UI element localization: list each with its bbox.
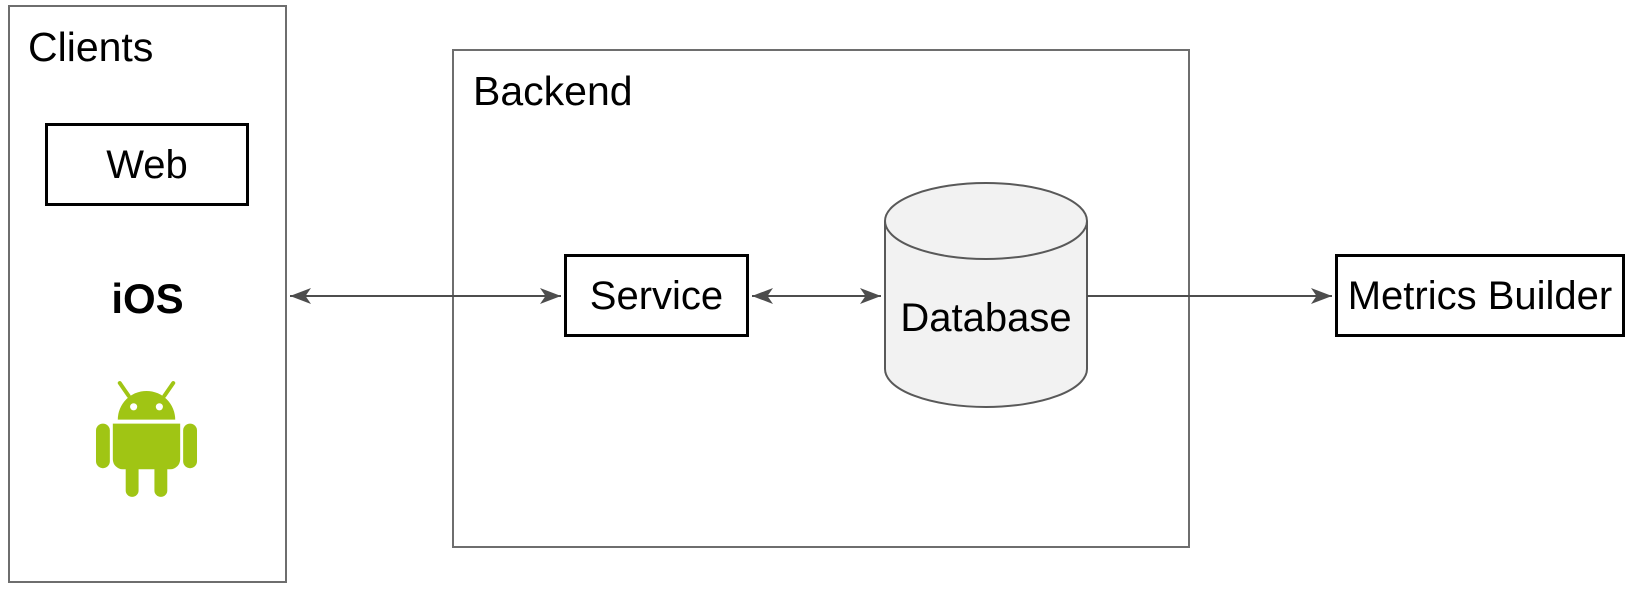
metrics-builder-node: Metrics Builder [1335, 254, 1625, 337]
service-node-label: Service [589, 273, 724, 318]
database-cylinder-icon [884, 182, 1088, 408]
database-node-label: Database [900, 296, 1072, 340]
backend-container-label: Backend [473, 68, 633, 114]
web-node-label: Web [106, 142, 188, 187]
service-node: Service [564, 254, 749, 337]
ios-node-label: iOS [111, 275, 184, 322]
clients-container-label: Clients [28, 24, 154, 70]
android-robot-icon [95, 381, 198, 497]
database-node [883, 180, 1089, 410]
metrics-builder-node-label: Metrics Builder [1347, 273, 1613, 318]
android-node [95, 380, 198, 497]
clients-container [8, 5, 287, 583]
web-node: Web [45, 123, 249, 206]
